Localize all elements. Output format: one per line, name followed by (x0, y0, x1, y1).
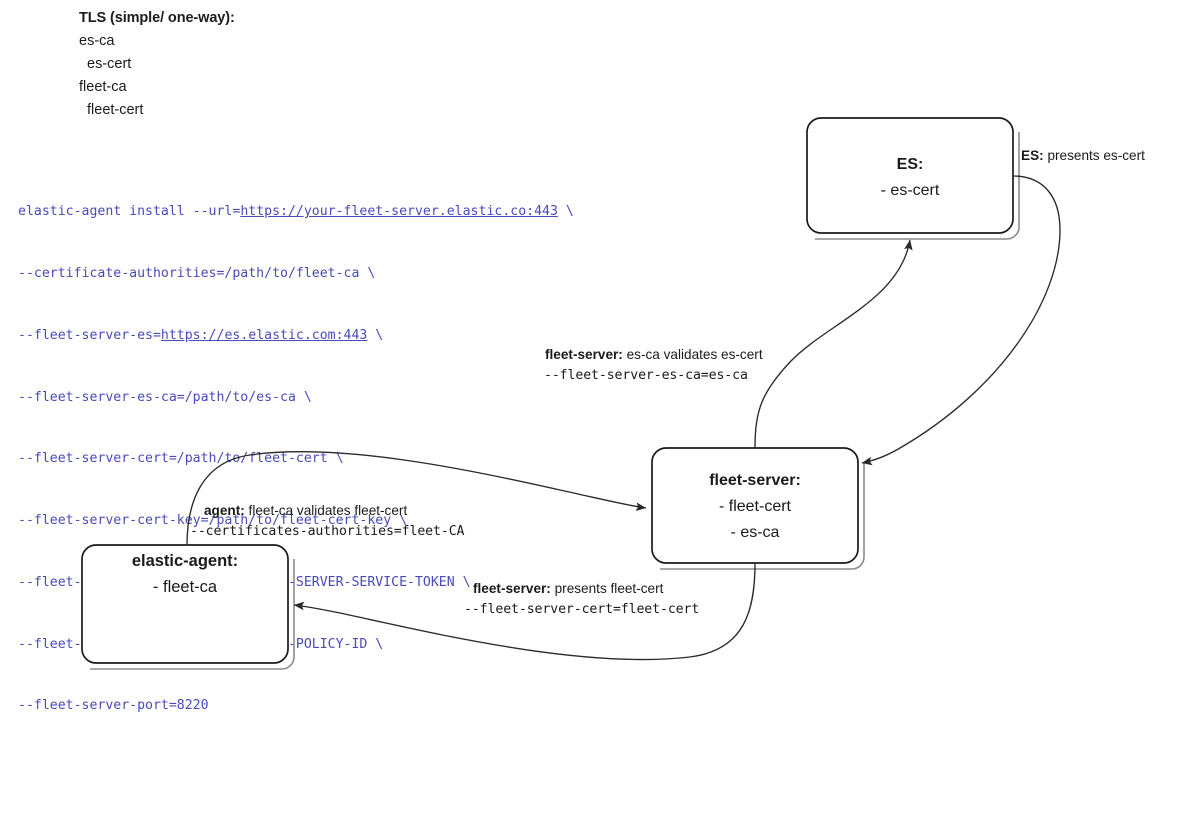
command-line: --fleet-server-cert-key=/path/to/fleet-c… (18, 511, 574, 532)
edge-fleet-server-to-es (754, 239, 913, 449)
edge-es-to-fleet-server (861, 175, 1061, 466)
tls-legend-item: es-cert (87, 56, 132, 72)
es-node-shadow (815, 132, 1020, 240)
tls-legend-item: es-ca (79, 33, 115, 49)
command-text: --fleet-server-port=8220 (18, 698, 209, 714)
command-text: --fleet-server-cert-key=/path/to/fleet-c… (18, 513, 408, 529)
es-node[interactable] (806, 117, 1014, 234)
tls-legend: TLS (simple/ one-way): es-ca es-cert fle… (79, 7, 235, 122)
elastic-agent-node-shadow (90, 559, 295, 670)
command-text: elastic-agent install --url= (18, 204, 241, 220)
command-text-tail: \ (367, 327, 384, 343)
command-line: elastic-agent install --url=https://your… (18, 202, 574, 223)
command-line: --fleet-server-port=8220 (18, 696, 574, 717)
edge-elastic-agent-to-fleet-server (186, 451, 647, 546)
fleet-server-node-shadow (660, 462, 865, 570)
command-line: --fleet-server-es=https://es.elastic.com… (18, 326, 574, 347)
command-url[interactable]: https://es.elastic.com:443 (160, 327, 368, 343)
tls-legend-title: TLS (simple/ one-way): (79, 10, 235, 26)
edge-fleet-server-to-elastic-agent (293, 562, 756, 661)
command-text-tail: \ (557, 204, 574, 220)
tls-legend-item: fleet-ca (79, 79, 127, 95)
command-text: --fleet-server-es-ca=/path/to/es-ca \ (18, 389, 312, 405)
command-text: --fleet-server-es= (18, 327, 161, 343)
tls-legend-item: fleet-cert (87, 102, 144, 118)
fleet-server-node[interactable] (651, 447, 859, 564)
command-line: --fleet-server-es-ca=/path/to/es-ca \ (18, 388, 574, 409)
command-text: --certificate-authorities=/path/to/fleet… (18, 265, 376, 281)
elastic-agent-node[interactable] (81, 544, 289, 664)
command-url[interactable]: https://your-fleet-server.elastic.co:443 (240, 204, 558, 220)
command-line: --certificate-authorities=/path/to/fleet… (18, 264, 574, 285)
